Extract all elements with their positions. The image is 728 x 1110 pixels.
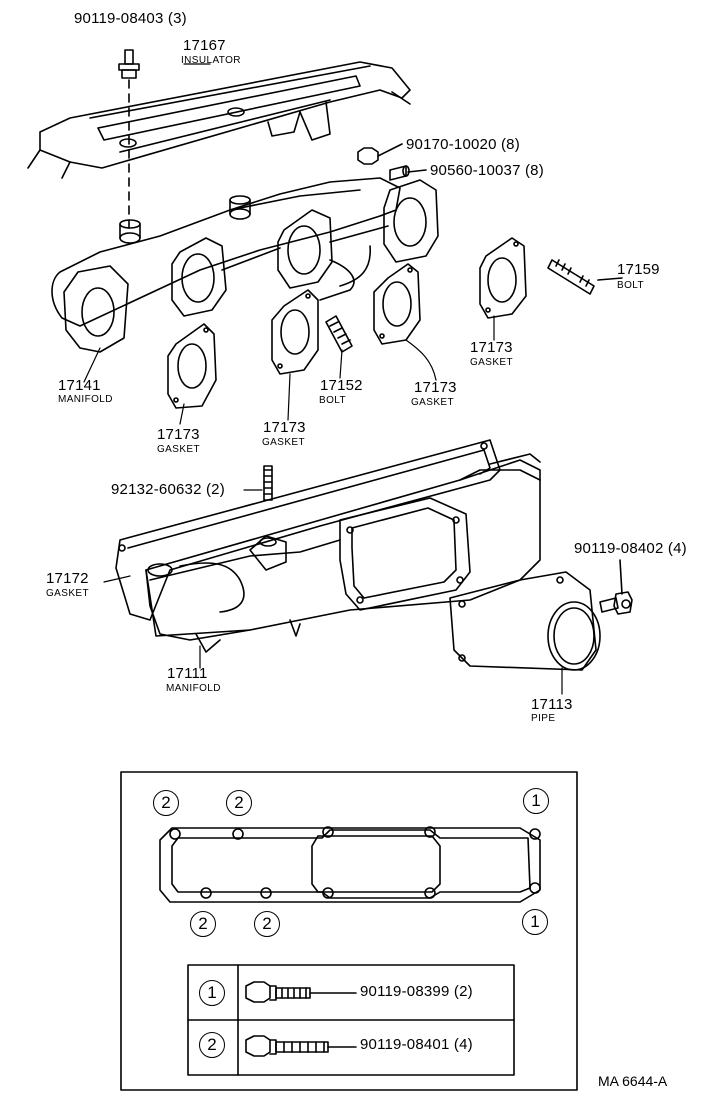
label-stud-17159-number: 17159 (617, 261, 660, 278)
label-nut-90170-10020: 90170-10020 (8) (406, 136, 520, 153)
gasket-17173-right-top-drawing (479, 237, 527, 319)
label-gasket-left-name: GASKET (157, 444, 200, 455)
marker-1-top-right: 1 (523, 788, 549, 814)
legend-marker-1: 1 (199, 980, 225, 1006)
collar-90560-10037-drawing (389, 165, 427, 181)
label-collar-90560-10037: 90560-10037 (8) (430, 162, 544, 179)
bolt-short-drawing (245, 981, 357, 1003)
label-stud-17159-name: BOLT (617, 280, 644, 291)
label-insulator-name: INSULATOR (181, 55, 241, 66)
label-pipe-number: 17113 (531, 696, 573, 713)
intake-manifold-17111-drawing (145, 453, 541, 653)
label-gasket-left-number: 17173 (157, 426, 200, 443)
stud-17152-drawing (325, 315, 353, 353)
marker-2-bottom-left: 2 (190, 911, 216, 937)
bolt-90119-08402-drawing (599, 559, 633, 615)
label-stud-17152-number: 17152 (320, 377, 363, 394)
gasket-17173-right-mid-drawing (373, 263, 421, 345)
label-intake-gasket-number: 17172 (46, 570, 89, 587)
legend-part-1: 90119-08399 (2) (360, 983, 473, 1000)
pipe-17113-drawing (449, 571, 601, 671)
legend-part-2: 90119-08401 (4) (360, 1036, 473, 1053)
label-gasket-center-name: GASKET (262, 437, 305, 448)
label-pipe-name: PIPE (531, 713, 556, 724)
label-insulator-number: 17167 (183, 37, 226, 54)
label-stud-92132: 92132-60632 (2) (111, 481, 225, 498)
label-bolt-90119-08403: 90119-08403 (3) (74, 10, 187, 27)
footer-code: MA 6644-A (598, 1073, 668, 1089)
label-exhaust-manifold-name: MANIFOLD (58, 394, 113, 405)
exhaust-manifold-17141-drawing (51, 177, 439, 353)
insulator-17167-drawing (27, 61, 411, 179)
gasket-17173-left-drawing (167, 323, 217, 409)
label-intake-gasket-name: GASKET (46, 588, 89, 599)
label-bolt-90119-08402: 90119-08402 (4) (574, 540, 687, 557)
bolt-90119-08403-drawing (118, 49, 140, 231)
marker-2-top-left: 2 (153, 790, 179, 816)
marker-1-bottom-right: 1 (522, 909, 548, 935)
leader-lines (83, 63, 563, 695)
marker-2-bottom-center: 2 (254, 911, 280, 937)
legend-marker-2: 2 (199, 1032, 225, 1058)
label-gasket-right-mid-number: 17173 (414, 379, 457, 396)
marker-2-top-center: 2 (226, 790, 252, 816)
label-gasket-center-number: 17173 (263, 419, 306, 436)
stud-92132-drawing (263, 465, 273, 501)
label-gasket-right-top-number: 17173 (470, 339, 513, 356)
bolt-long-drawing (245, 1035, 357, 1057)
label-intake-manifold-number: 17111 (167, 665, 208, 682)
detail-box (120, 771, 578, 1091)
nut-90170-10020-drawing (357, 143, 403, 165)
label-gasket-right-mid-name: GASKET (411, 397, 454, 408)
label-exhaust-manifold-number: 17141 (58, 377, 101, 394)
label-stud-17152-name: BOLT (319, 395, 346, 406)
label-intake-manifold-name: MANIFOLD (166, 683, 221, 694)
stud-17159-drawing (547, 259, 623, 295)
gasket-17173-center-drawing (271, 289, 319, 375)
label-gasket-right-top-name: GASKET (470, 357, 513, 368)
